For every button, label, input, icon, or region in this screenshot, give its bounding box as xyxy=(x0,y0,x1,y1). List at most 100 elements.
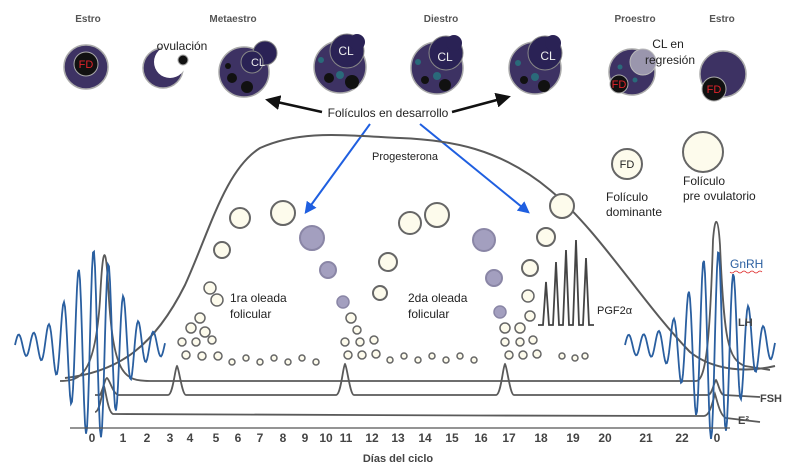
follicle xyxy=(528,335,538,345)
follicle xyxy=(256,358,264,366)
follicle xyxy=(532,349,542,359)
x-tick-label: 20 xyxy=(598,431,612,445)
cl-label-diestro-2: CL xyxy=(437,50,453,64)
stage-estro-1: Estro xyxy=(75,14,101,25)
fd-label-estro-2: FD xyxy=(707,84,722,96)
x-tick-label: 6 xyxy=(235,431,242,445)
legend-dominant-follicle xyxy=(611,148,643,180)
follicle xyxy=(352,325,362,335)
follicle xyxy=(524,310,536,322)
follicle xyxy=(428,352,436,360)
follicle xyxy=(185,322,197,334)
follicle xyxy=(400,352,408,360)
ovary-metaestro: CL xyxy=(218,40,278,98)
legend-fd: FD xyxy=(620,159,635,171)
x-tick-label: 13 xyxy=(391,431,405,445)
cl-label-diestro-1: CL xyxy=(338,44,354,58)
ovary-estro-1: FD xyxy=(63,44,109,90)
x-tick-label: 0 xyxy=(714,431,721,445)
follicle xyxy=(210,293,224,307)
ovary-ovulation: ovulación xyxy=(142,39,208,89)
lh-label: LH xyxy=(738,317,753,329)
follicle xyxy=(372,285,388,301)
follicle xyxy=(424,202,450,228)
follicle xyxy=(549,193,575,219)
x-tick-label: 11 xyxy=(340,431,353,445)
ovary-proestro: FD CL en regresión xyxy=(608,37,695,96)
pgf2a-pulses xyxy=(538,239,594,326)
follicle xyxy=(414,356,422,364)
x-tick-label: 18 xyxy=(534,431,548,445)
x-tick-label: 2 xyxy=(144,431,151,445)
follicle xyxy=(270,354,278,362)
ovulation-label: ovulación xyxy=(157,39,208,53)
ovary-diestro-3: CL xyxy=(508,35,563,95)
follicle xyxy=(319,261,337,279)
follicle xyxy=(558,352,566,360)
lh-curve xyxy=(59,220,771,382)
arrow-blue-right xyxy=(419,123,530,214)
stage-proestro: Proestro xyxy=(614,14,655,25)
follicle xyxy=(581,352,589,360)
follicle xyxy=(456,352,464,360)
legend-dominant-line-1: Folículo xyxy=(606,190,648,204)
follicle xyxy=(515,337,525,347)
gnrh-underline xyxy=(729,270,763,274)
follicle xyxy=(357,350,367,360)
follicle xyxy=(199,326,211,338)
follicle xyxy=(521,289,535,303)
x-tick-label: 19 xyxy=(566,431,580,445)
x-tick-label: 10 xyxy=(319,431,333,445)
fd-label-proestro: FD xyxy=(612,79,627,91)
x-tick-label: 4 xyxy=(187,431,194,445)
follicle xyxy=(518,350,528,360)
wave1-line-2: folicular xyxy=(230,307,271,321)
follicle xyxy=(470,356,478,364)
progesterone-label: Progesterona xyxy=(372,151,439,163)
follicle xyxy=(203,281,217,295)
follicle xyxy=(369,335,379,345)
follicle xyxy=(284,358,292,366)
follicle xyxy=(386,356,394,364)
follicle xyxy=(197,351,207,361)
x-tick-label: 3 xyxy=(167,431,174,445)
e2-curve xyxy=(94,383,761,423)
x-tick-label: 8 xyxy=(280,431,287,445)
follicle xyxy=(228,358,236,366)
follicle xyxy=(213,351,223,361)
cl-label-metaestro: CL xyxy=(251,57,265,69)
legend-preovulatory-follicle xyxy=(682,131,724,173)
legend-preovulatory-line-1: Folículo xyxy=(683,174,725,188)
follicle xyxy=(213,241,231,259)
stage-metaestro: Metaestro xyxy=(209,14,256,25)
follicle xyxy=(536,227,556,247)
x-tick-label: 12 xyxy=(365,431,379,445)
wave1-line-1: 1ra oleada xyxy=(230,291,287,305)
follicle xyxy=(207,335,217,345)
follicle xyxy=(514,322,526,334)
follicle xyxy=(177,337,187,347)
follicle xyxy=(499,322,511,334)
follicle xyxy=(345,312,357,324)
x-tick-label: 7 xyxy=(257,431,264,445)
x-tick-label: 14 xyxy=(418,431,432,445)
pgf2a-label: PGF2α xyxy=(597,305,633,317)
follicle xyxy=(500,337,510,347)
x-tick-label: 17 xyxy=(502,431,516,445)
follicle xyxy=(485,269,503,287)
follicle xyxy=(472,228,496,252)
ovary-estro-2: FD xyxy=(699,50,747,102)
follicle xyxy=(181,350,191,360)
x-tick-label: 15 xyxy=(445,431,459,445)
ovary-diestro-2: CL xyxy=(410,35,464,95)
follicle xyxy=(270,200,296,226)
ovary-diestro-1: CL xyxy=(313,33,367,94)
follicle xyxy=(442,356,450,364)
developing-follicles-label: Folículos en desarrollo xyxy=(328,106,449,120)
x-tick-label: 9 xyxy=(302,431,309,445)
follicle xyxy=(378,252,398,272)
follicle xyxy=(398,211,422,235)
gnrh-label: GnRH xyxy=(730,257,763,271)
x-tick-label: 16 xyxy=(474,431,488,445)
